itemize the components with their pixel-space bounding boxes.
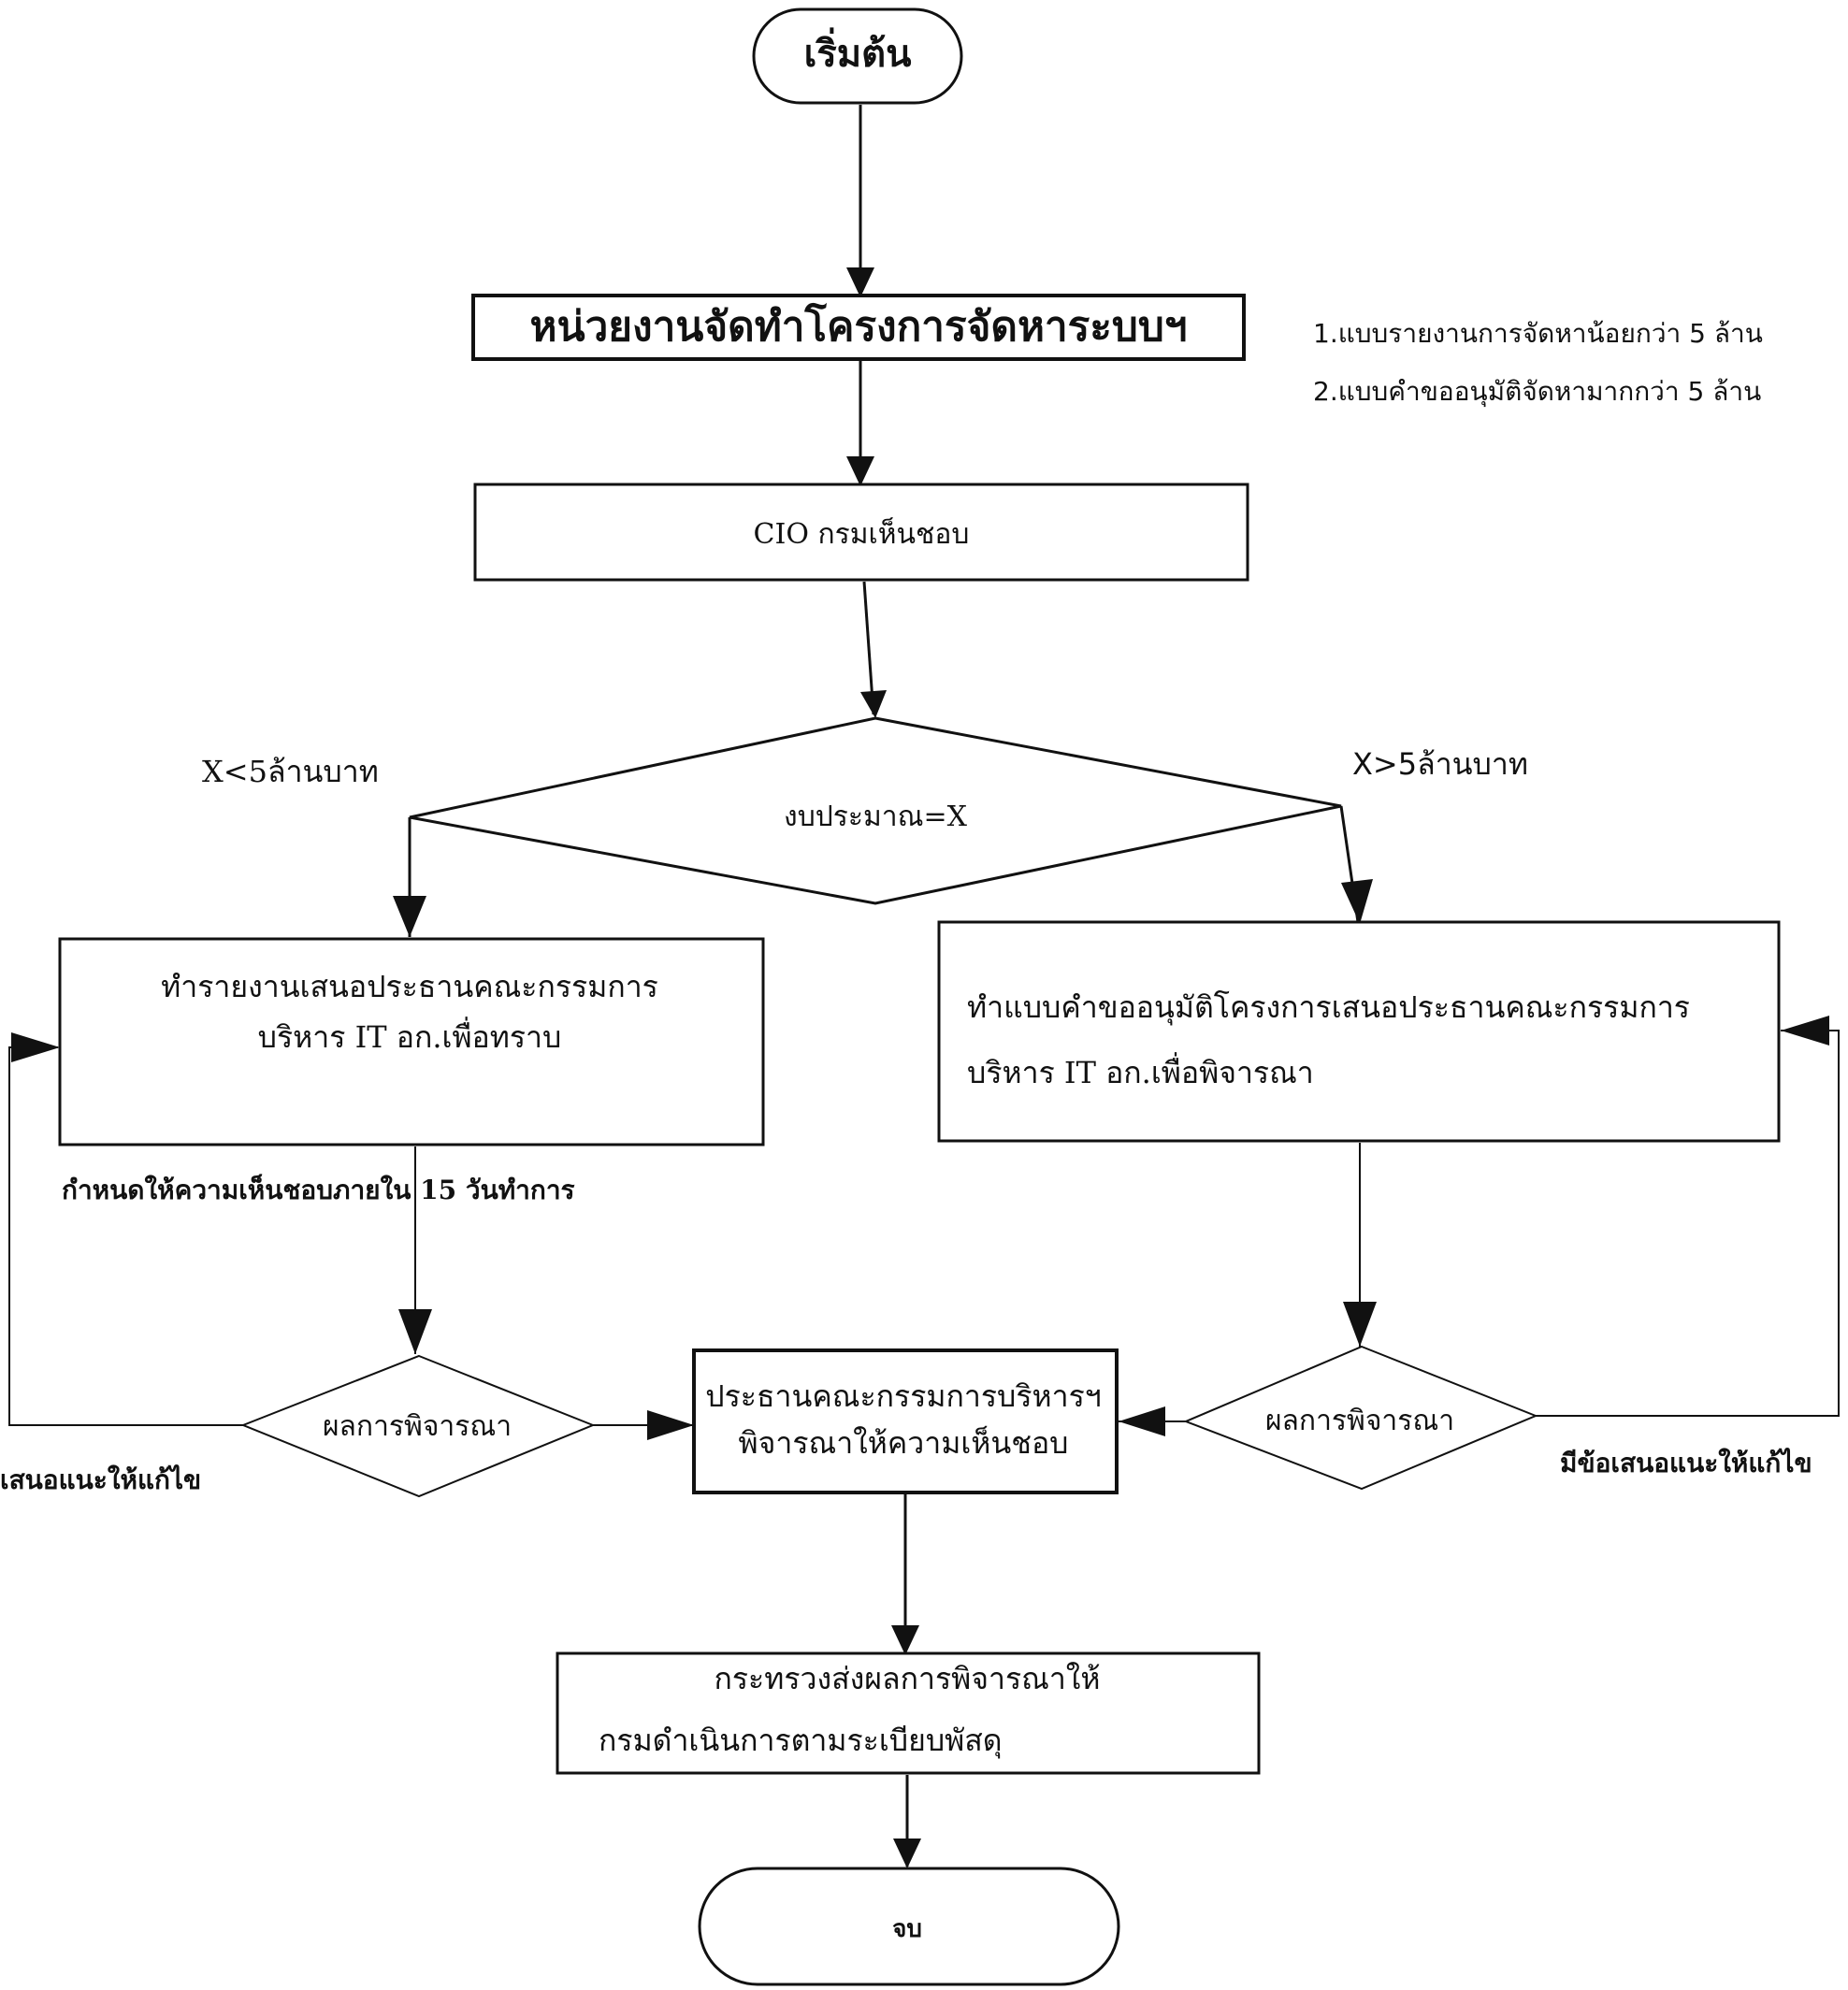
arrowhead bbox=[1343, 1302, 1377, 1347]
arrowhead bbox=[891, 1625, 919, 1655]
right-request-box bbox=[937, 920, 1781, 1143]
chair-box bbox=[692, 1348, 1119, 1494]
arrowhead bbox=[1341, 879, 1373, 924]
ministry-box bbox=[556, 1651, 1261, 1775]
arrowhead bbox=[647, 1410, 694, 1440]
note-1: 1.แบบรายงานการจัดหาน้อยกว่า 5 ล้าน bbox=[1313, 318, 1763, 349]
chair-line1: ประธานคณะกรรมการบริหารฯ bbox=[705, 1378, 1102, 1414]
left-box-line2: บริหาร IT อก.เพื่อทราบ bbox=[257, 1019, 562, 1055]
arrowhead bbox=[1119, 1406, 1165, 1436]
note-2: 2.แบบคำขออนุมัติจัดหามากกว่า 5 ล้าน bbox=[1313, 376, 1762, 407]
cio-box bbox=[473, 483, 1249, 582]
arrowhead bbox=[11, 1032, 60, 1062]
chair-line2: พิจารณาให้ความเห็นชอบ bbox=[738, 1425, 1069, 1461]
right-decision-label: ผลการพิจารณา bbox=[1264, 1405, 1455, 1437]
arrowhead bbox=[846, 456, 874, 486]
arrowhead bbox=[846, 267, 874, 297]
budget-label: งบประมาณ=X bbox=[784, 800, 967, 833]
unit-box bbox=[471, 294, 1246, 361]
arrowhead bbox=[860, 690, 887, 718]
start-terminator bbox=[752, 7, 963, 105]
end-terminator bbox=[698, 1867, 1120, 1986]
left-condition-label: X<5ล้านบาท bbox=[202, 754, 379, 789]
unit-label: หน่วยงานจัดทำโครงการจัดหาระบบฯ bbox=[529, 303, 1188, 351]
budget-decision bbox=[409, 716, 1342, 905]
right-box-line1: ทำแบบคำขออนุมัติโครงการเสนอประธานคณะกรรม… bbox=[967, 989, 1690, 1025]
ministry-line1: กระทรวงส่งผลการพิจารณาให้ bbox=[714, 1661, 1101, 1696]
arrowhead bbox=[393, 896, 426, 937]
arrowhead bbox=[893, 1839, 921, 1868]
left-box-line1: ทำรายงานเสนอประธานคณะกรรมการ bbox=[161, 969, 658, 1004]
deadline-label: กำหนดให้ความเห็นชอบภายใน 15 วันทำการ bbox=[62, 1175, 575, 1205]
cio-label: CIO กรมเห็นชอบ bbox=[753, 518, 970, 551]
ministry-line2: กรมดำเนินการตามระเบียบพัสดุ bbox=[599, 1723, 1003, 1758]
right-revise-label: มีข้อเสนอแนะให้แก้ไข bbox=[1560, 1448, 1812, 1478]
left-revise-label: เสนอแนะให้แก้ไข bbox=[0, 1464, 202, 1495]
arrowhead bbox=[1781, 1016, 1829, 1045]
left-report-box bbox=[58, 937, 765, 1146]
start-label: เริ่มต้น bbox=[803, 32, 912, 76]
right-result-decision bbox=[1183, 1345, 1538, 1491]
right-condition-label: X>5ล้านบาท bbox=[1352, 746, 1528, 782]
left-result-decision bbox=[240, 1354, 596, 1498]
left-decision-label: ผลการพิจารณา bbox=[322, 1410, 513, 1443]
right-box-line2: บริหาร IT อก.เพื่อพิจารณา bbox=[967, 1055, 1314, 1090]
arrowhead bbox=[398, 1309, 432, 1354]
end-label: จบ bbox=[892, 1915, 922, 1943]
